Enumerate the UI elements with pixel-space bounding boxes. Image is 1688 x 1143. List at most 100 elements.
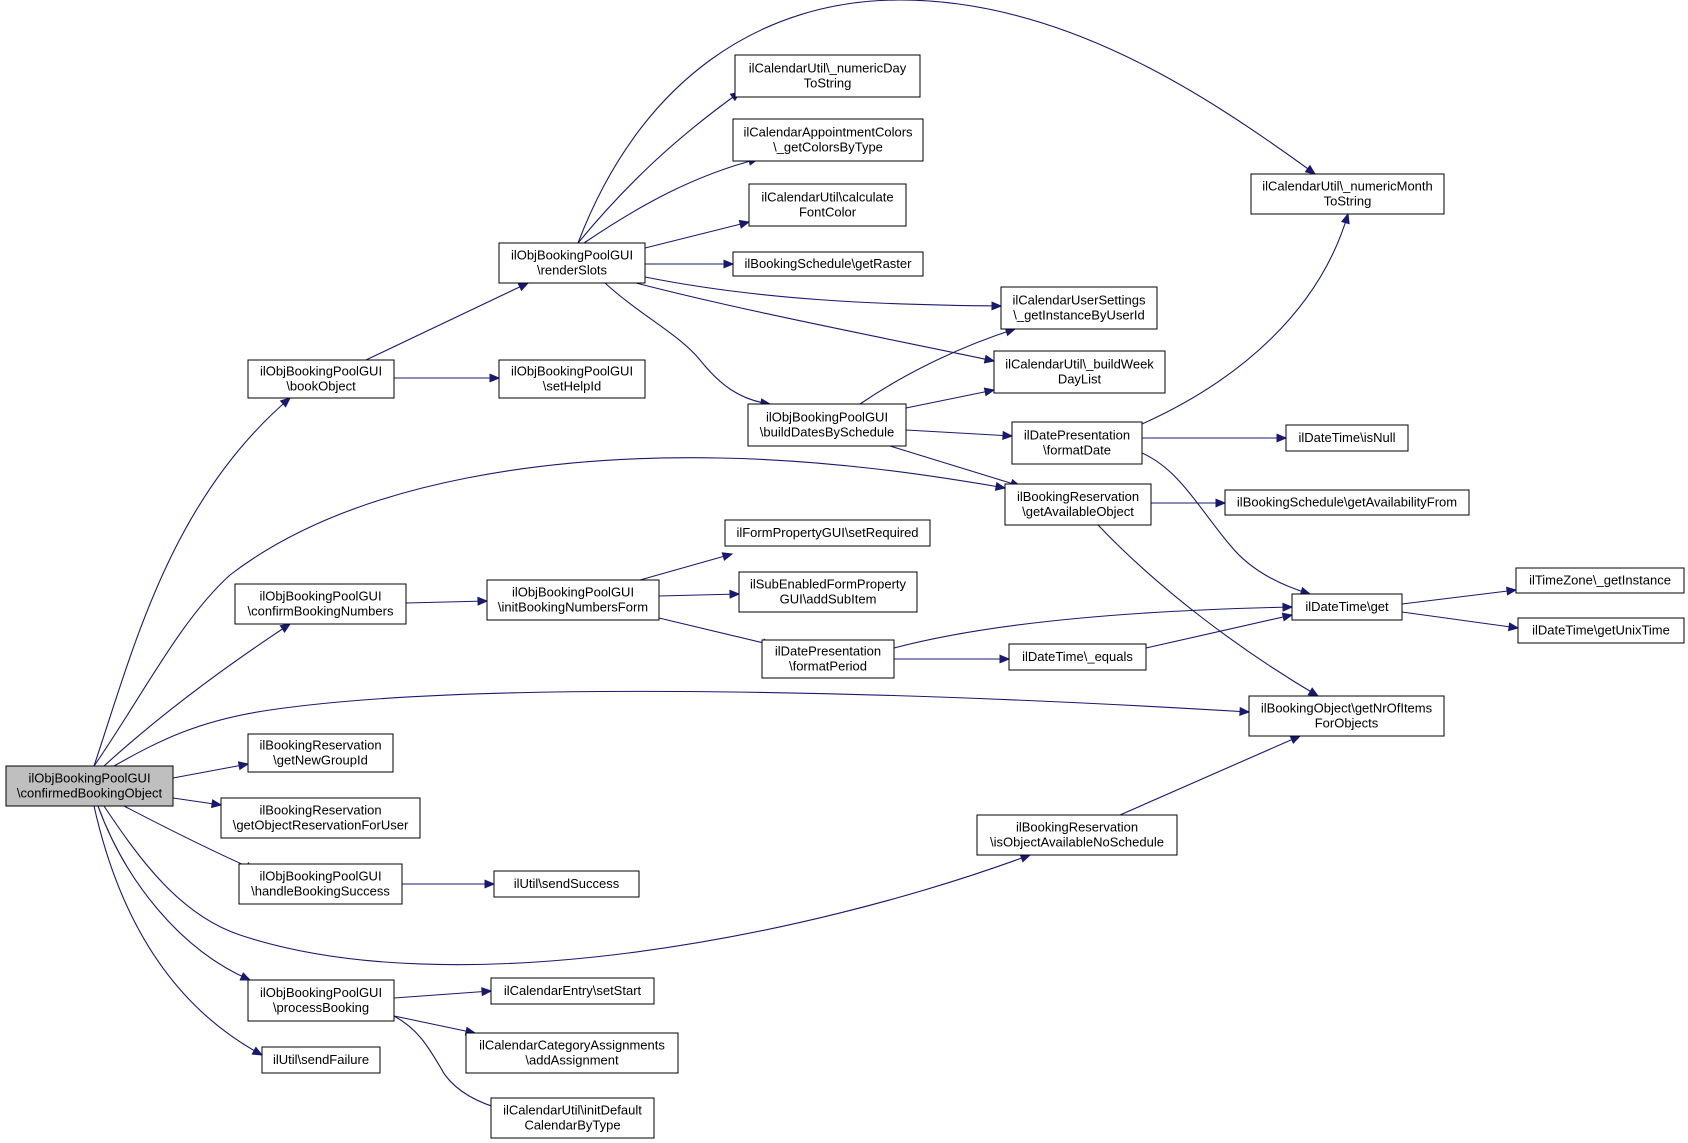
node-box — [738, 571, 918, 613]
node-getColorsByType[interactable]: ilCalendarAppointmentColors\_getColorsBy… — [732, 118, 924, 162]
edge-line — [1119, 735, 1301, 816]
node-box — [498, 359, 646, 399]
node-box — [238, 863, 403, 905]
arrowhead-icon — [1276, 433, 1288, 443]
edge-confirmBookingNumbers-to-initBookingNumbersForm — [405, 596, 489, 606]
node-isNull[interactable]: ilDateTime\isNull — [1285, 424, 1409, 452]
node-box — [747, 403, 907, 447]
arrowhead-icon — [1289, 735, 1302, 744]
node-processBooking[interactable]: ilObjBookingPoolGUI\processBooking — [247, 979, 395, 1022]
edge-line — [113, 690, 1250, 767]
arrowhead-icon — [489, 373, 501, 383]
node-dtEquals[interactable]: ilDateTime\_equals — [1008, 643, 1147, 671]
node-label-line: ilCalendarUtil\_numericDay — [749, 61, 907, 76]
node-buildDates[interactable]: ilObjBookingPoolGUI\buildDatesBySchedule — [747, 403, 907, 447]
node-sendFailure[interactable]: ilUtil\sendFailure — [261, 1046, 381, 1074]
node-formatPeriod[interactable]: ilDatePresentation\formatPeriod — [761, 639, 895, 679]
arrowhead-icon — [1506, 586, 1518, 596]
node-label-line: \addAssignment — [525, 1053, 619, 1068]
node-label-line: ToString — [804, 76, 852, 91]
node-setStart[interactable]: ilCalendarEntry\setStart — [490, 977, 655, 1005]
node-setRequired[interactable]: ilFormPropertyGUI\setRequired — [724, 519, 931, 547]
node-box — [976, 814, 1178, 856]
edge-line — [658, 593, 740, 597]
edge-line — [577, 91, 741, 244]
node-box — [1250, 173, 1445, 215]
node-box — [490, 1097, 655, 1139]
edge-root-to-getAvailableObject — [93, 457, 1007, 767]
node-getAvailableObject[interactable]: ilBookingReservation\getAvailableObject — [1004, 483, 1152, 526]
edge-root-to-getNewGroupId — [172, 761, 250, 779]
node-box — [1248, 695, 1445, 737]
node-getInstance[interactable]: ilTimeZone\_getInstance — [1515, 567, 1685, 594]
node-sendSuccess[interactable]: ilUtil\sendSuccess — [493, 870, 640, 898]
node-box — [1004, 483, 1152, 526]
edge-buildDates-to-getInstanceByUserId — [859, 327, 1017, 405]
node-label-line: ilBookingReservation — [259, 738, 381, 753]
node-label-line: ilCalendarAppointmentColors — [743, 125, 913, 140]
edge-handleBookingSuccess-to-sendSuccess — [402, 879, 496, 889]
node-root[interactable]: ilObjBookingPoolGUI\confirmedBookingObje… — [5, 765, 174, 807]
arrowhead-icon — [1307, 687, 1320, 697]
node-label-line: \getObjectReservationForUser — [233, 818, 409, 833]
arrowhead-icon — [738, 219, 751, 229]
node-box — [220, 797, 421, 839]
node-box — [498, 242, 646, 284]
node-box — [761, 639, 895, 679]
node-box — [493, 870, 640, 898]
edge-root-to-processBooking — [97, 805, 252, 981]
node-getObjectReservationForUser[interactable]: ilBookingReservation\getObjectReservatio… — [220, 797, 421, 839]
node-label-line: \formatDate — [1043, 443, 1111, 458]
edge-formatPeriod-to-dtEquals — [894, 654, 1011, 664]
edge-dtEquals-to-dtGet — [1145, 612, 1294, 649]
node-renderSlots[interactable]: ilObjBookingPoolGUI\renderSlots — [498, 242, 646, 284]
node-handleBookingSuccess[interactable]: ilObjBookingPoolGUI\handleBookingSuccess — [238, 863, 403, 905]
node-getNewGroupId[interactable]: ilBookingReservation\getNewGroupId — [247, 733, 394, 773]
edge-line — [1401, 589, 1517, 605]
node-getUnixTime[interactable]: ilDateTime\getUnixTime — [1517, 617, 1685, 644]
node-setHelpId[interactable]: ilObjBookingPoolGUI\setHelpId — [498, 359, 646, 399]
node-label-line: \confirmBookingNumbers — [248, 604, 394, 619]
arrowhead-icon — [279, 397, 291, 408]
edge-line — [393, 1015, 476, 1034]
node-bookObject[interactable]: ilObjBookingPoolGUI\bookObject — [247, 359, 395, 399]
node-box — [5, 765, 174, 807]
node-label-line: \setHelpId — [543, 379, 602, 394]
node-dtGet[interactable]: ilDateTime\get — [1291, 593, 1403, 621]
arrowhead-icon — [237, 761, 250, 771]
node-label-line: ilCalendarCategoryAssignments — [479, 1038, 665, 1053]
node-label-line: ilCalendarUtil\initDefault — [503, 1103, 642, 1118]
node-label-line: \renderSlots — [537, 263, 608, 278]
edge-getAvailableObject-to-getAvailabilityFrom — [1151, 498, 1227, 508]
arrowhead-icon — [723, 259, 735, 269]
edge-line — [1401, 611, 1519, 629]
node-initBookingNumbersForm[interactable]: ilObjBookingPoolGUI\initBookingNumbersFo… — [486, 579, 660, 621]
node-label-line: ilDatePresentation — [775, 644, 881, 659]
node-getRaster[interactable]: ilBookingSchedule\getRaster — [732, 251, 924, 277]
node-label-line: ilBookingSchedule\getAvailabilityFrom — [1237, 495, 1457, 510]
edge-processBooking-to-addAssignment — [393, 1015, 477, 1036]
node-isObjectAvailableNoSchedule[interactable]: ilBookingReservation\isObjectAvailableNo… — [976, 814, 1178, 856]
arrowhead-icon — [477, 596, 489, 606]
arrowhead-icon — [1281, 612, 1294, 622]
node-confirmBookingNumbers[interactable]: ilObjBookingPoolGUI\confirmBookingNumber… — [234, 583, 407, 625]
arrowhead-icon — [1304, 164, 1317, 175]
edge-root-to-getNrOfItems — [113, 690, 1251, 767]
arrowhead-icon — [1002, 430, 1014, 441]
edge-renderSlots-to-calcFontColor — [644, 219, 751, 249]
arrowhead-icon — [1282, 602, 1294, 612]
node-box — [1291, 593, 1403, 621]
node-addAssignment[interactable]: ilCalendarCategoryAssignments\addAssignm… — [465, 1032, 679, 1074]
node-formatDate[interactable]: ilDatePresentation\formatDate — [1011, 421, 1143, 465]
edge-line — [644, 276, 1002, 307]
node-getAvailabilityFrom[interactable]: ilBookingSchedule\getAvailabilityFrom — [1224, 489, 1470, 516]
node-getInstanceByUserId[interactable]: ilCalendarUserSettings\_getInstanceByUse… — [1000, 286, 1158, 330]
node-label-line: \buildDatesBySchedule — [760, 425, 894, 440]
